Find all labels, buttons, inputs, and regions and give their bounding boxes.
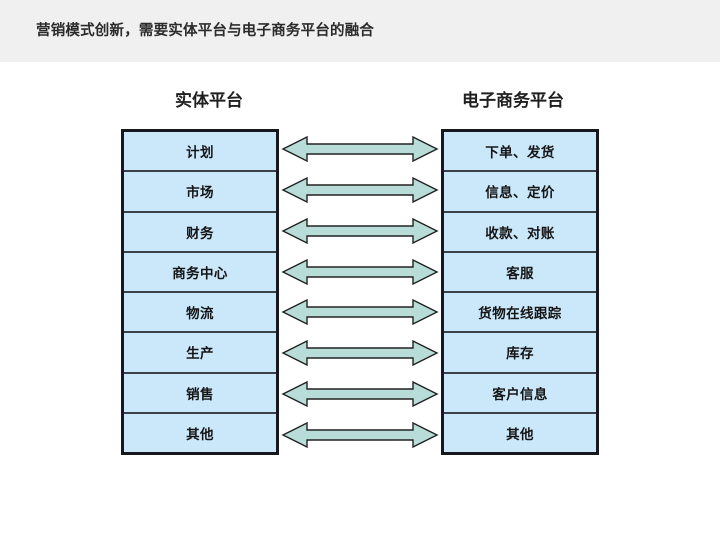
arrow-slot — [279, 170, 441, 211]
double-arrow-icon — [281, 176, 439, 204]
list-item[interactable]: 市场 — [124, 170, 276, 211]
list-item[interactable]: 客服 — [444, 250, 596, 291]
list-item[interactable]: 下单、发货 — [444, 132, 596, 171]
list-item[interactable]: 收款、对账 — [444, 210, 596, 251]
list-item[interactable]: 生产 — [124, 331, 276, 372]
list-item[interactable]: 客户信息 — [444, 371, 596, 412]
connector-arrow-band — [279, 129, 441, 455]
physical-platform-column: 计划 市场 财务 商务中心 物流 生产 销售 其他 — [121, 129, 279, 455]
ecommerce-platform-column: 下单、发货 信息、定价 收款、对账 客服 货物在线跟踪 库存 客户信息 其他 — [441, 129, 599, 455]
double-arrow-icon — [281, 380, 439, 408]
page-title: 营销模式创新，需要实体平台与电子商务平台的融合 — [36, 23, 375, 39]
arrow-slot — [279, 211, 441, 252]
list-item[interactable]: 计划 — [124, 132, 276, 171]
column-heading-physical-platform: 实体平台 — [175, 91, 243, 110]
arrow-slot — [279, 129, 441, 170]
double-arrow-icon — [281, 217, 439, 245]
list-item[interactable]: 货物在线跟踪 — [444, 291, 596, 332]
double-arrow-icon — [281, 299, 439, 326]
arrow-slot — [279, 333, 441, 374]
list-item[interactable]: 其他 — [444, 411, 596, 452]
list-item[interactable]: 物流 — [124, 291, 276, 332]
arrow-slot — [279, 374, 441, 415]
double-arrow-icon — [281, 421, 439, 448]
arrow-slot — [279, 292, 441, 333]
double-arrow-icon — [281, 136, 439, 163]
list-item[interactable]: 财务 — [124, 210, 276, 251]
list-item[interactable]: 信息、定价 — [444, 170, 596, 211]
list-item[interactable]: 其他 — [124, 411, 276, 452]
list-item[interactable]: 销售 — [124, 371, 276, 412]
arrow-slot — [279, 251, 441, 292]
column-heading-ecommerce-platform: 电子商务平台 — [462, 91, 564, 110]
list-item[interactable]: 商务中心 — [124, 250, 276, 291]
list-item[interactable]: 库存 — [444, 331, 596, 372]
double-arrow-icon — [281, 258, 439, 285]
double-arrow-icon — [281, 339, 439, 367]
header-band — [0, 0, 720, 62]
arrow-slot — [279, 414, 441, 455]
